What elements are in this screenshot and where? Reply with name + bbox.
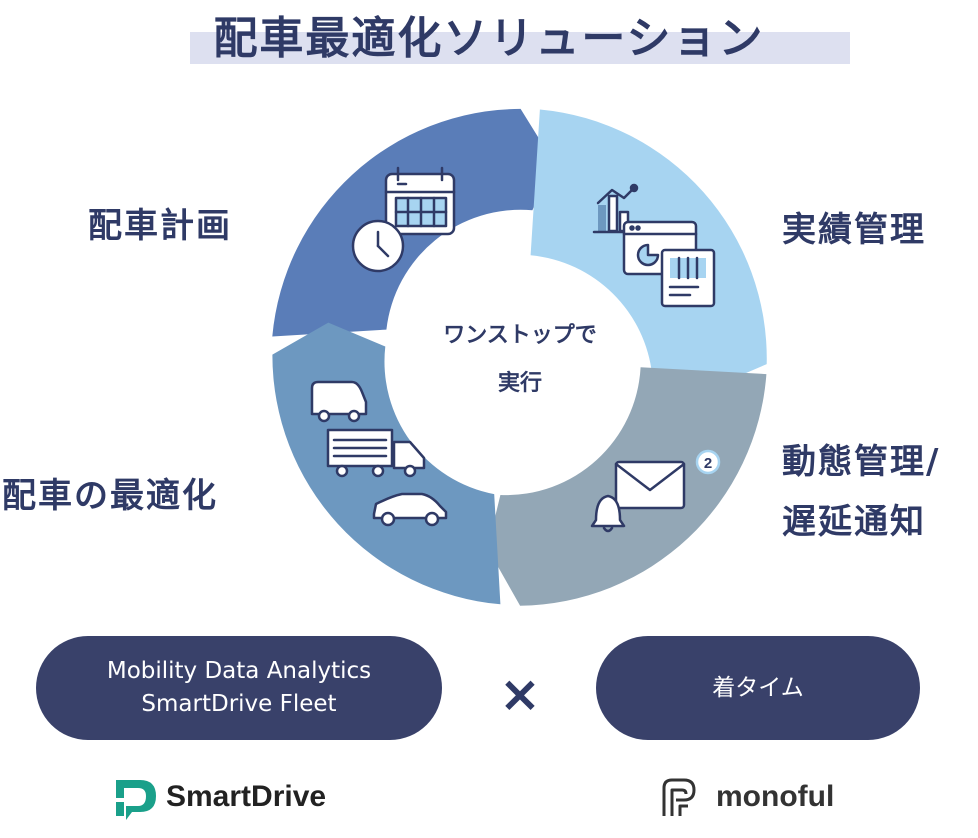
product-pill-smartdrive: Mobility Data Analytics SmartDrive Fleet [36, 636, 442, 740]
report-chart-icon [592, 183, 716, 308]
segment-label-optimize: 配車の最適化 [2, 476, 218, 516]
page-title: 配車最適化ソリューション [213, 13, 765, 64]
segment-label-plan: 配車計画 [88, 206, 232, 246]
monoful-logo-icon [662, 778, 696, 816]
cross-symbol: × [499, 665, 541, 723]
product-pill-line1: Mobility Data Analytics [106, 658, 372, 684]
vehicles-icon [310, 380, 448, 527]
mail-bell-icon [590, 449, 721, 533]
segment-label-tracking-line1: 動態管理/ [782, 442, 941, 482]
smartdrive-logo-text: SmartDrive [166, 780, 327, 813]
smartdrive-logo-icon [116, 780, 156, 820]
segment-label-tracking-line2: 遅延通知 [782, 502, 926, 542]
center-line-2: 実行 [497, 371, 542, 396]
monoful-logo-text: monoful [716, 780, 835, 813]
cycle-center-text: ワンストップで 実行 [400, 312, 640, 408]
product-pill-line2: SmartDrive Fleet [141, 691, 337, 717]
segment-label-results: 実績管理 [782, 210, 926, 250]
product-pill-chaku-time: 着タイム [596, 636, 920, 740]
calendar-clock-icon [351, 166, 456, 273]
product-pill-label: 着タイム [712, 674, 804, 701]
title-highlight-band [190, 32, 850, 64]
center-line-1: ワンストップで [443, 323, 597, 348]
mail-badge: 2 [704, 455, 712, 472]
